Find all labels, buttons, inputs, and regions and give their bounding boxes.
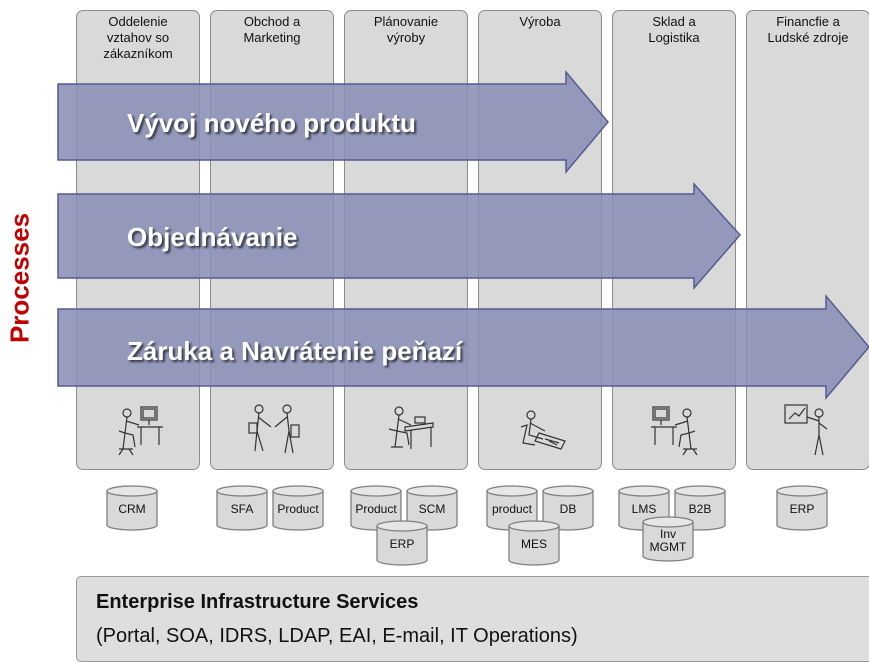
database-label: Inv MGMT (649, 527, 687, 554)
database-label: ERP (789, 502, 815, 516)
person-at-computer-icon (118, 406, 163, 456)
column-header: Plánovanie výroby (373, 14, 439, 45)
database-label: ERP (389, 537, 415, 551)
column-header: Obchod a Marketing (243, 14, 301, 45)
database-cylinder: CRM (106, 485, 158, 531)
database-cylinder: ERP (376, 520, 428, 566)
database-icon (106, 485, 158, 531)
infrastructure-services-box: Enterprise Infrastructure Services (Port… (76, 576, 869, 662)
database-icon (642, 516, 694, 562)
database-cylinder: Product (272, 485, 324, 531)
column-header: Oddelenie vztahov so zákazníkom (103, 14, 173, 61)
person-at-desk-icon (388, 406, 434, 449)
database-cylinder: Inv MGMT (642, 516, 694, 562)
database-cylinder: Product (350, 485, 402, 531)
database-label: Product (277, 502, 319, 516)
database-icon (376, 520, 428, 566)
database-icon (508, 520, 560, 566)
database-label: SFA (230, 502, 254, 516)
infrastructure-title: Enterprise Infrastructure Services (96, 591, 419, 613)
database-label: SCM (418, 502, 446, 516)
database-label: LMS (631, 502, 657, 516)
database-icon (216, 485, 268, 531)
handshake-people-icon (248, 404, 300, 454)
database-label: B2B (688, 502, 712, 516)
process-arrow-product-development (57, 69, 609, 175)
column-header: Sklad a Logistika (648, 14, 700, 45)
database-label: DB (559, 502, 577, 516)
process-arrow-ordering (57, 182, 742, 291)
process-label-ordering: Objednávanie (127, 222, 298, 252)
database-icon (350, 485, 402, 531)
database-label: CRM (118, 502, 146, 516)
person-at-computer-icon (651, 406, 698, 456)
database-cylinder: DB (542, 485, 594, 531)
column-header: Výroba (519, 14, 561, 29)
database-cylinder: product (486, 485, 538, 531)
presenter-with-chart-icon (784, 404, 828, 456)
database-icon (542, 485, 594, 531)
database-label: Product (355, 502, 397, 516)
column-header: Financfie a Ludské zdroje (767, 14, 849, 45)
database-icon (776, 485, 828, 531)
column-finance-hr: Financfie a Ludské zdroje (746, 10, 869, 470)
infrastructure-subtitle: (Portal, SOA, IDRS, LDAP, EAI, E-mail, I… (96, 625, 578, 647)
database-label: product (491, 502, 533, 516)
database-cylinder: ERP (776, 485, 828, 531)
database-icon (272, 485, 324, 531)
process-arrow-warranty-refund (57, 293, 869, 401)
process-label-warranty-refund: Záruka a Navrátenie peňazí (127, 336, 463, 366)
process-label-product-development: Vývoj nového produktu (127, 108, 416, 138)
person-writing-icon (520, 410, 566, 450)
database-cylinder: MES (508, 520, 560, 566)
database-cylinder: SFA (216, 485, 268, 531)
database-label: MES (520, 537, 547, 551)
